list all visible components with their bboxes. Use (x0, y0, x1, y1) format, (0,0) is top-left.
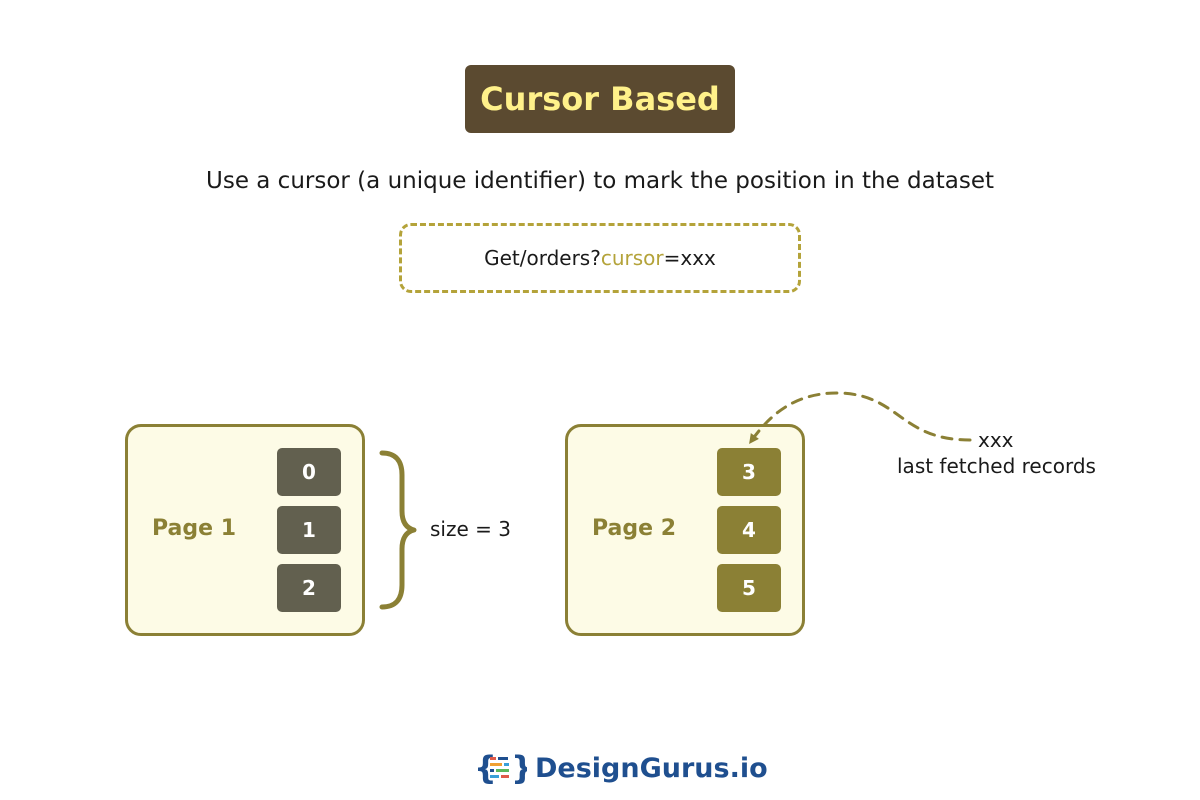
size-brace (379, 450, 417, 610)
page-2-label: Page 2 (592, 516, 677, 541)
size-label: size = 3 (430, 517, 511, 541)
subtitle: Use a cursor (a unique identifier) to ma… (206, 168, 994, 194)
record-4: 4 (717, 506, 781, 554)
query-suffix: =xxx (663, 246, 716, 270)
title-badge: Cursor Based (465, 65, 735, 133)
query-prefix: Get/orders? (484, 246, 601, 270)
query-example-box: Get/orders?cursor=xxx (399, 223, 801, 293)
diagram-title: Cursor Based (480, 80, 720, 118)
page-1-label: Page 1 (152, 516, 237, 541)
record-0: 0 (277, 448, 341, 496)
cursor-value-label: xxx (978, 428, 1014, 452)
record-2: 2 (277, 564, 341, 612)
record-1: 1 (277, 506, 341, 554)
svg-text:{: { (474, 749, 497, 787)
svg-text:}: } (511, 749, 527, 787)
designgurus-logo: { } DesignGurus.io (473, 747, 768, 789)
record-5: 5 (717, 564, 781, 612)
query-param: cursor (600, 246, 664, 270)
cursor-description: last fetched records (897, 454, 1096, 478)
logo-text: DesignGurus.io (535, 752, 768, 784)
code-braces-logo-icon: { } (474, 749, 527, 787)
record-3: 3 (717, 448, 781, 496)
